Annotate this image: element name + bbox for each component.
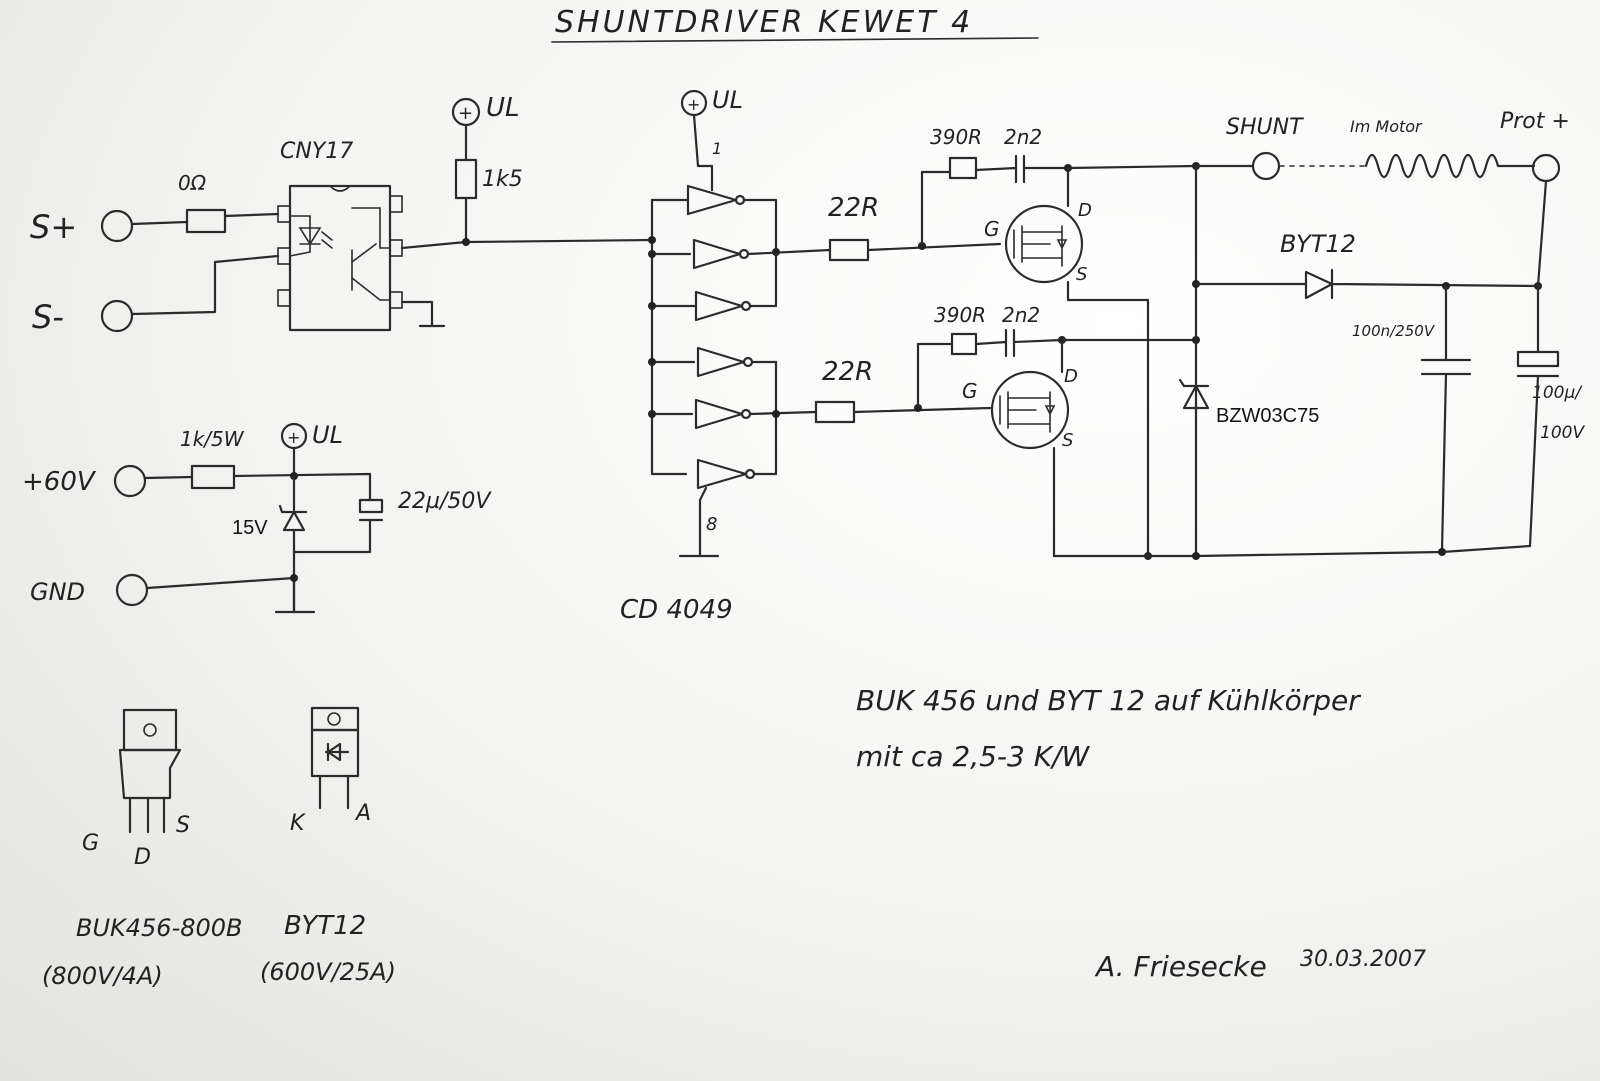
label-s-top: S (1076, 264, 1087, 285)
label-zener: 15V (232, 517, 268, 539)
inverter-5 (694, 398, 744, 430)
diode-rating: (600V/25A) (260, 958, 396, 986)
resistor-0ohm (185, 208, 227, 234)
resistor-1k5 (454, 158, 478, 200)
diode-byt12 (1194, 268, 1540, 300)
note-line-1: BUK 456 und BYT 12 auf Kühlkörper (856, 684, 1361, 717)
svg-text:+: + (287, 428, 300, 447)
inverter-3 (694, 290, 744, 322)
diode-name: BYT12 (284, 911, 366, 941)
svg-text:+: + (687, 95, 700, 114)
resistor-1k-5w (190, 464, 236, 490)
label-s-minus: S- (32, 298, 64, 336)
mosfet-rating: (800V/4A) (42, 962, 163, 990)
label-g-top: G (984, 217, 1000, 241)
label-390r-top: 390R (930, 125, 982, 149)
terminal-shunt (1251, 151, 1281, 181)
resistor-22r-bottom (814, 400, 856, 424)
label-2n2-bottom: 2n2 (1002, 303, 1040, 327)
inverter-2 (692, 238, 742, 270)
signature-author: A. Friesecke (1094, 950, 1267, 983)
title: SHUNTDRIVER KEWET 4 (555, 5, 973, 40)
power-supply-stage: +60V GND 1k/5W + UL 15V 22µ/50V (22, 421, 492, 614)
cap-100n (1420, 284, 1472, 552)
mosfet-bottom-stage: 22R 390R 2n2 G D S (814, 303, 1200, 558)
pin-a: A (354, 801, 371, 826)
label-shunt: SHUNT (1226, 115, 1304, 140)
pin-d: D (134, 845, 151, 870)
label-optocoupler: CNY17 (280, 139, 353, 164)
electrolytic-cap-22u (358, 498, 384, 522)
label-ul-2: UL (312, 421, 343, 449)
motor-winding (1364, 153, 1536, 179)
output-stage: SHUNT Im Motor Prot + BYT12 BZW03C75 100… (1052, 109, 1585, 560)
label-22r-bottom: 22R (822, 357, 873, 387)
label-s-plus: S+ (30, 208, 77, 246)
resistor-390r-bottom (950, 332, 978, 356)
label-byt12: BYT12 (1280, 230, 1356, 258)
mosfet-bottom (990, 370, 1070, 450)
terminal-prot (1531, 153, 1561, 183)
note-line-2: mit ca 2,5-3 K/W (856, 740, 1091, 773)
label-390r-bottom: 390R (934, 303, 986, 327)
label-cap-22u: 22µ/50V (398, 489, 492, 514)
label-d-top: D (1078, 200, 1092, 221)
terminal-s-minus (100, 299, 134, 333)
terminal-60v (113, 464, 147, 498)
label-c1: 100n/250V (1352, 322, 1436, 340)
cap-2n2-top (974, 154, 1070, 184)
cap-2n2-bottom (974, 328, 1064, 358)
package-mosfet: G D S BUK456-800B (800V/4A) (42, 708, 243, 990)
opto-ground (400, 300, 446, 328)
label-s-bottom: S (1062, 430, 1073, 451)
label-cd4049: CD 4049 (620, 595, 733, 625)
label-c2b: 100V (1540, 423, 1585, 443)
label-motor: Im Motor (1350, 117, 1423, 136)
label-22r-top: 22R (828, 193, 879, 223)
mosfet-top (1004, 204, 1084, 284)
label-60v: +60V (22, 467, 97, 497)
pin-k: K (290, 811, 306, 836)
inverter-6 (696, 458, 748, 490)
label-2n2-top: 2n2 (1004, 125, 1042, 149)
terminal-s-plus (100, 209, 134, 243)
pin-s: S (176, 813, 190, 838)
inverter-4 (696, 346, 746, 378)
signature-date: 30.03.2007 (1300, 947, 1426, 972)
mosfet-name: BUK456-800B (76, 914, 243, 942)
label-ul-1: UL (486, 93, 520, 123)
package-diode: K A BYT12 (600V/25A) (260, 706, 396, 986)
label-d-bottom: D (1064, 366, 1078, 387)
label-g-bottom: G (962, 379, 978, 403)
pin-g: G (82, 831, 99, 856)
label-prot: Prot + (1500, 109, 1570, 134)
tvs-bzw03c75 (1178, 378, 1210, 410)
driver-cd4049: + UL 1 8 CD 4049 (620, 86, 832, 625)
terminal-gnd (115, 573, 149, 607)
svg-text:+: + (458, 103, 473, 124)
label-r-pullup: 1k5 (482, 167, 523, 192)
resistor-22r-top (828, 238, 870, 262)
label-gnd: GND (30, 578, 85, 606)
resistor-390r-top (948, 156, 978, 180)
label-r-drop: 1k/5W (180, 427, 245, 451)
pin-8: 8 (706, 514, 717, 535)
inverter-1 (686, 184, 738, 216)
cap-100u (1516, 350, 1560, 378)
pin-1: 1 (712, 139, 722, 158)
mosfet-top-stage: 22R 390R 2n2 G D S (828, 125, 1152, 560)
label-c2a: 100µ/ (1532, 383, 1583, 403)
label-tvs: BZW03C75 (1216, 405, 1319, 427)
label-ul-3: UL (712, 86, 743, 114)
label-r-series: 0Ω (178, 171, 207, 195)
input-stage: S+ S- 0Ω CNY17 + UL 1k5 (30, 93, 654, 336)
title-underline (551, 37, 1039, 43)
